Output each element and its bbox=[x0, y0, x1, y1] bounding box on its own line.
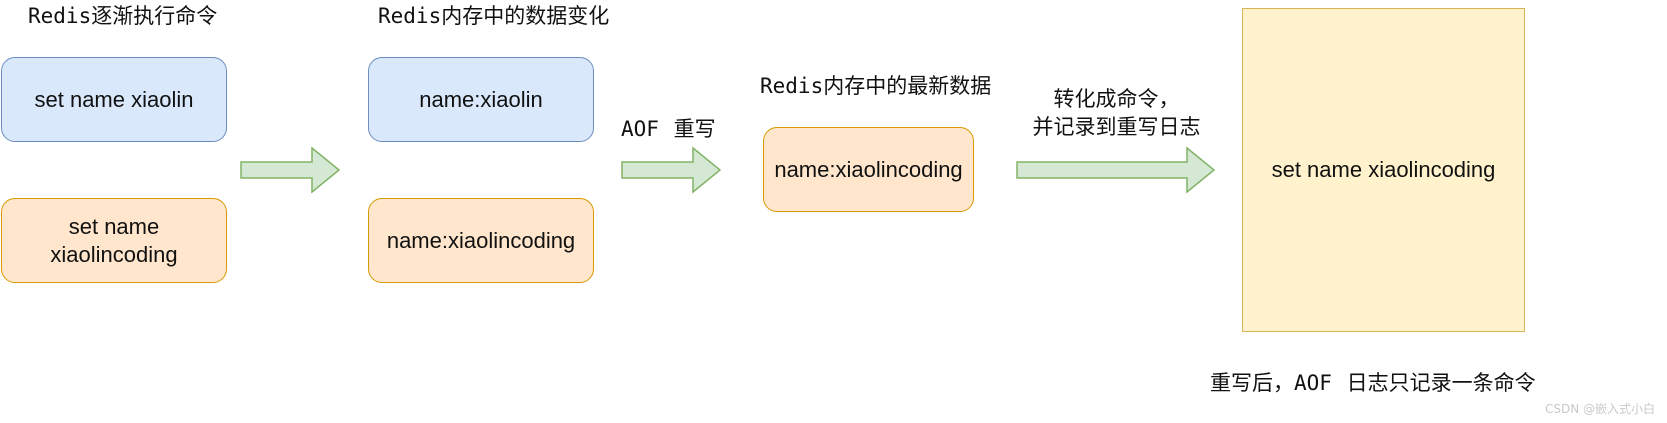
memory-box-1-text: name:xiaolin bbox=[419, 86, 543, 112]
memory-header: Redis内存中的数据变化 bbox=[378, 0, 609, 30]
command-box-2-text: set name xiaolincoding bbox=[50, 214, 178, 267]
aof-rewrite-prefix: AOF bbox=[621, 117, 659, 141]
latest-data-text: name:xiaolincoding bbox=[774, 156, 963, 182]
commands-header: Redis逐渐执行命令 bbox=[28, 0, 217, 30]
arrow-memory-to-latest bbox=[621, 146, 722, 194]
memory-box-1: name:xiaolin bbox=[368, 57, 594, 142]
latest-header-suffix: 内存中的最新数据 bbox=[823, 74, 992, 98]
latest-header-prefix: Redis bbox=[760, 74, 824, 98]
convert-label: 转化成命令， 并记录到重写日志 bbox=[1024, 85, 1209, 141]
convert-label-line1: 转化成命令， bbox=[1053, 87, 1180, 111]
latest-data-box: name:xiaolincoding bbox=[763, 127, 974, 212]
memory-box-2: name:xiaolincoding bbox=[368, 198, 594, 283]
arrow-latest-to-log bbox=[1016, 146, 1216, 194]
aof-rewrite-suffix: 重写 bbox=[673, 117, 716, 141]
footer-part2: 日志只记录一条命令 bbox=[1346, 371, 1536, 395]
memory-header-suffix: 内存中的数据变化 bbox=[441, 4, 610, 28]
aof-log-box: set name xiaolincoding bbox=[1242, 8, 1525, 332]
memory-box-2-text: name:xiaolincoding bbox=[386, 227, 576, 253]
command-box-1: set name xiaolin bbox=[1, 57, 227, 142]
aof-log-text: set name xiaolincoding bbox=[1271, 157, 1496, 183]
memory-header-prefix: Redis bbox=[378, 4, 442, 28]
footer-mono: AOF bbox=[1294, 371, 1332, 395]
command-box-2: set name xiaolincoding bbox=[1, 198, 227, 283]
arrow-commands-to-memory bbox=[240, 146, 341, 194]
footer-caption: 重写后，AOF 日志只记录一条命令 bbox=[1210, 367, 1536, 397]
commands-header-suffix: 逐渐执行命令 bbox=[91, 4, 218, 28]
aof-rewrite-label: AOF 重写 bbox=[621, 113, 716, 143]
latest-header: Redis内存中的最新数据 bbox=[760, 70, 991, 100]
watermark: CSDN @嵌入式小白 bbox=[1544, 402, 1655, 416]
footer-part1: 重写后， bbox=[1210, 371, 1294, 395]
convert-label-line2: 并记录到重写日志 bbox=[1032, 115, 1201, 139]
commands-header-prefix: Redis bbox=[28, 4, 92, 28]
command-box-1-text: set name xiaolin bbox=[34, 86, 194, 112]
